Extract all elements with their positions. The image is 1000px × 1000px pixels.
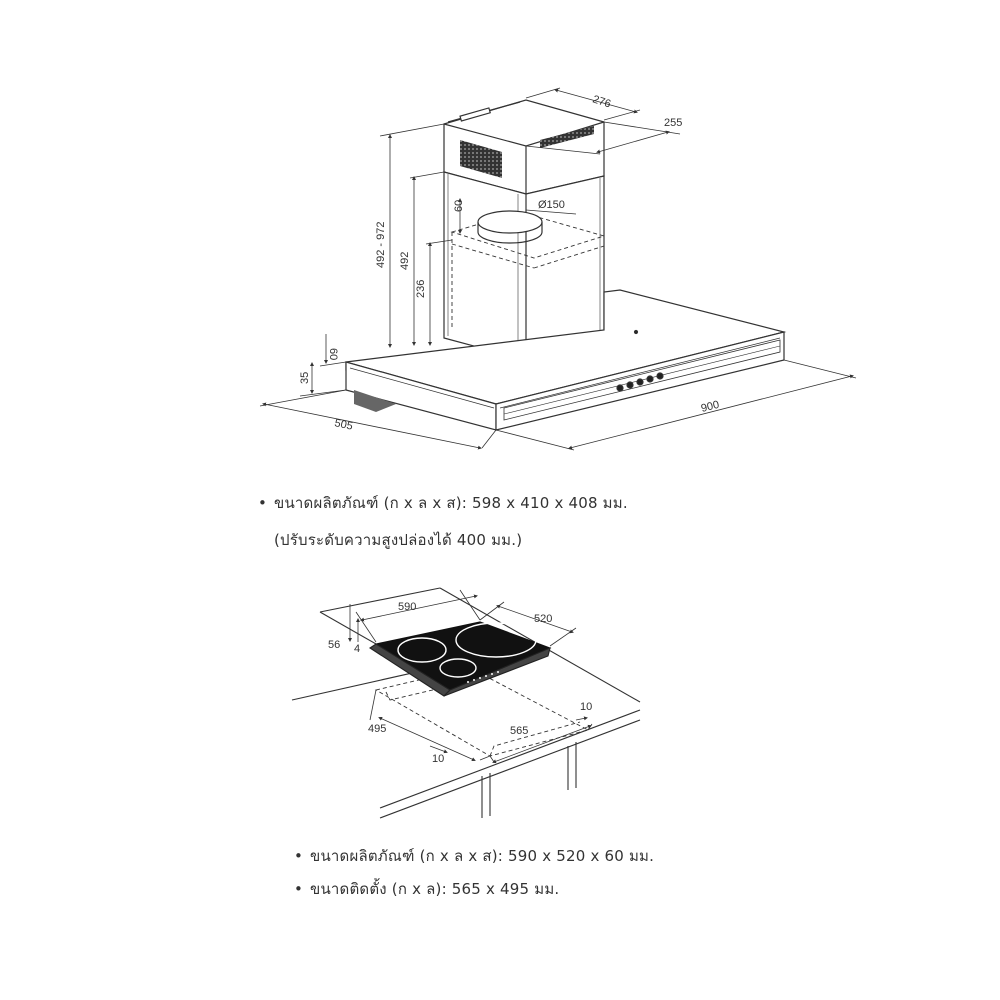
hood-dimension-labels: 276 255 Ø150 60 492 - 972 492 236 60 35 … [299,93,721,432]
lower-chimney [443,171,606,361]
hob-drawing [291,587,641,819]
dim-492-972: 492 - 972 [375,222,387,268]
dim-10-right: 10 [580,701,592,713]
hob-glass [368,621,552,697]
dim-150: Ø150 [538,199,565,211]
dim-520: 520 [534,613,552,625]
bullet: • [294,847,304,865]
dim-492: 492 [399,252,411,270]
upper-chimney [443,99,605,195]
dim-56: 56 [328,639,340,651]
hood-dimension-lines [259,87,857,451]
dim-35: 35 [299,372,311,384]
hood-spec-size: • ขนาดผลิตภัณฑ์ (ก x ล x ส): 598 x 410 x … [258,491,628,515]
hob-spec-install: • ขนาดติดตั้ง (ก x ล): 565 x 495 มม. [294,877,559,901]
hood-spec-size-text: ขนาดผลิตภัณฑ์ (ก x ล x ส): 598 x 410 x 4… [274,494,628,512]
range-hood-drawing [259,87,857,451]
hob-spec-size-text: ขนาดผลิตภัณฑ์ (ก x ล x ส): 590 x 520 x 6… [310,847,655,865]
hob-dimension-labels: 590 520 56 4 495 565 10 10 [328,601,592,765]
dim-276: 276 [591,93,612,110]
dim-255: 255 [664,117,682,129]
dim-60-canopy: 60 [327,348,339,360]
dim-4: 4 [354,643,360,655]
hood-spec-adjust: (ปรับระดับความสูงปล่องได้ 400 มม.) [274,531,523,549]
dim-590: 590 [398,601,416,613]
dim-495: 495 [368,723,386,735]
hob-dimension-lines [348,589,593,764]
bullet: • [258,494,268,512]
hob-spec-size: • ขนาดผลิตภัณฑ์ (ก x ล x ส): 590 x 520 x … [294,844,654,868]
bullet: • [294,880,304,898]
dim-236: 236 [415,280,427,298]
dim-60-duct: 60 [453,200,465,212]
hob-spec-install-text: ขนาดติดตั้ง (ก x ล): 565 x 495 มม. [310,880,560,898]
dim-900: 900 [700,399,721,415]
dim-565: 565 [510,725,528,737]
dim-10-left: 10 [432,753,444,765]
dim-505: 505 [333,417,353,433]
